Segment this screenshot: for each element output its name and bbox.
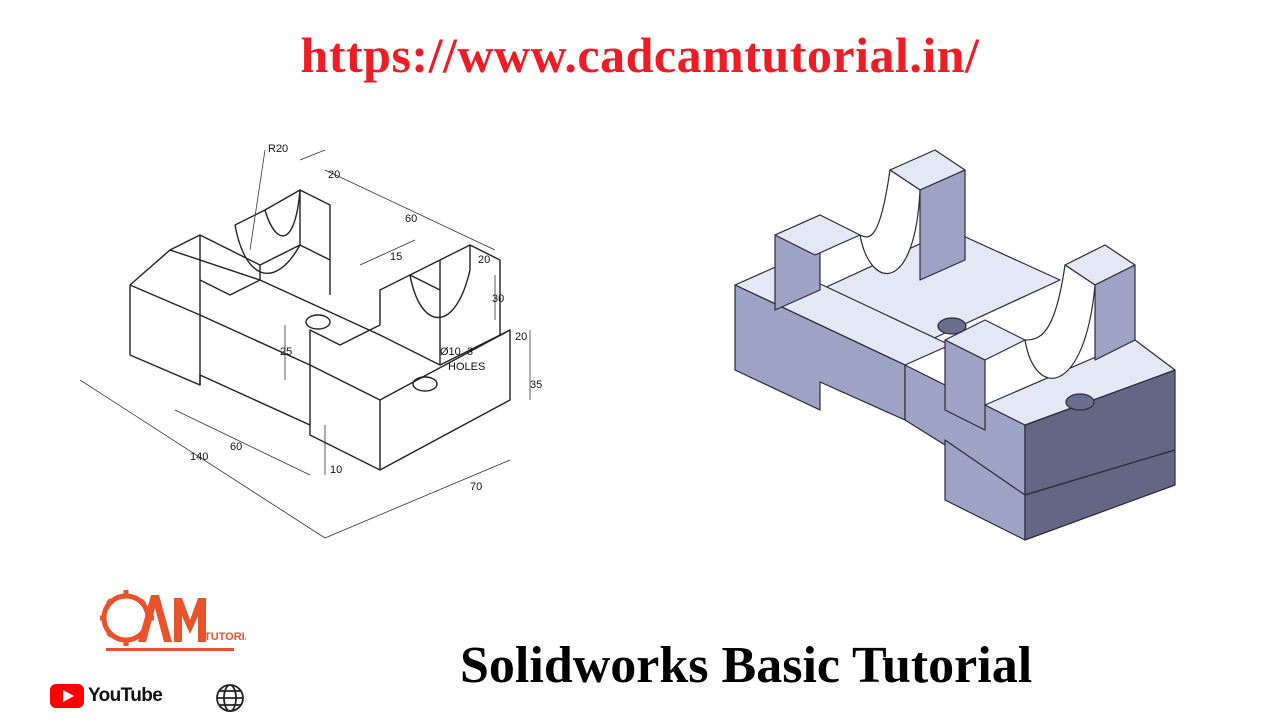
dim-top-20: 20: [328, 169, 340, 181]
shaded-3d-model: [734, 149, 1176, 541]
dim-right-20: 20: [478, 254, 490, 266]
dim-60b: 60: [230, 441, 242, 453]
globe-icon[interactable]: [215, 683, 245, 713]
dim-60: 60: [405, 213, 417, 225]
website-url[interactable]: https://www.cadcamtutorial.in/: [300, 27, 980, 83]
logo-text: TUTORIAL: [204, 631, 246, 643]
dim-holes: HOLES: [448, 361, 485, 373]
dim-30: 30: [492, 293, 504, 305]
dim-low-20: 20: [515, 331, 527, 343]
youtube-label: YouTube: [88, 685, 163, 706]
isometric-drawing: R20 20 60 15 20 30 20 35 25 Ø10, 3 HOLES…: [79, 143, 542, 539]
youtube-link[interactable]: YouTube: [50, 682, 163, 710]
dim-10: 10: [330, 464, 342, 476]
dim-25: 25: [280, 346, 292, 358]
youtube-play-icon: [50, 684, 84, 708]
dim-35: 35: [530, 379, 542, 391]
dim-15: 15: [390, 251, 402, 263]
dim-hole-dia: Ø10, 3: [440, 346, 473, 358]
dim-70: 70: [470, 481, 482, 493]
dim-r20: R20: [268, 143, 288, 155]
cadcam-logo: TUTORIAL: [100, 590, 246, 651]
dim-140: 140: [190, 451, 208, 463]
tutorial-title: Solidworks Basic Tutorial: [460, 637, 1033, 694]
